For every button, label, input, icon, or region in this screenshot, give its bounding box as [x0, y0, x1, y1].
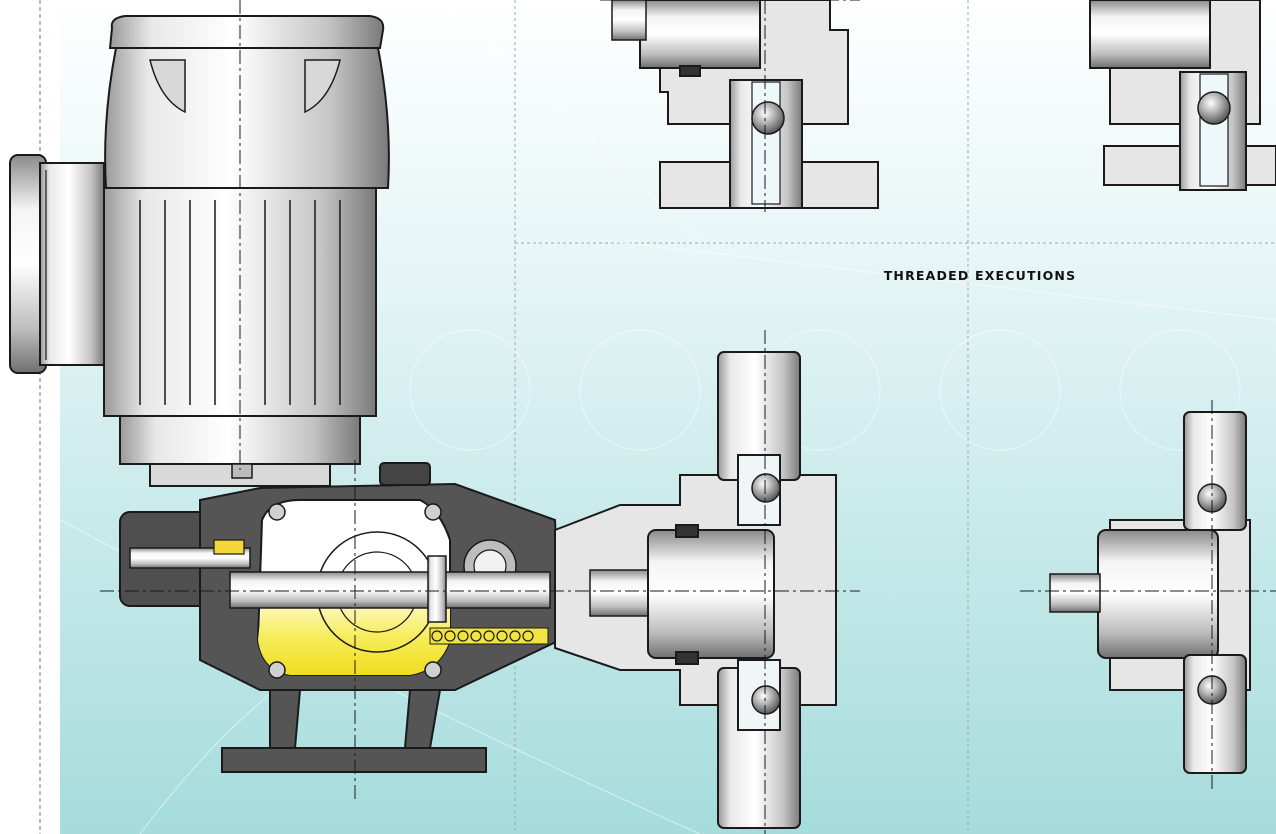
pump-nut [589, 569, 651, 617]
discharge-ball [751, 473, 781, 503]
flanged-execution-2 [1089, 0, 1276, 191]
base-foot [221, 747, 487, 773]
oil-filler-cap [379, 462, 431, 486]
fan-cover [104, 47, 390, 189]
fan-cover-cap [108, 15, 385, 49]
suction-ball [751, 685, 781, 715]
electric-motor [103, 15, 390, 487]
diaphragm-cylinder [647, 529, 775, 659]
section-label: THREADED EXECUTIONS [883, 268, 1077, 283]
threaded-execution-2 [1049, 411, 1251, 774]
flanged-execution-1 [611, 0, 879, 209]
housing-screws [268, 503, 442, 679]
pump-head-main [554, 351, 837, 829]
scale-indicator [213, 539, 245, 555]
cooling-fins [139, 200, 341, 405]
gear-housing [119, 462, 562, 773]
background-construction-lines [59, 0, 1276, 834]
oil-level [258, 600, 450, 675]
plunger [229, 571, 551, 609]
terminal-box [9, 154, 105, 374]
center-lines [100, 0, 1276, 834]
